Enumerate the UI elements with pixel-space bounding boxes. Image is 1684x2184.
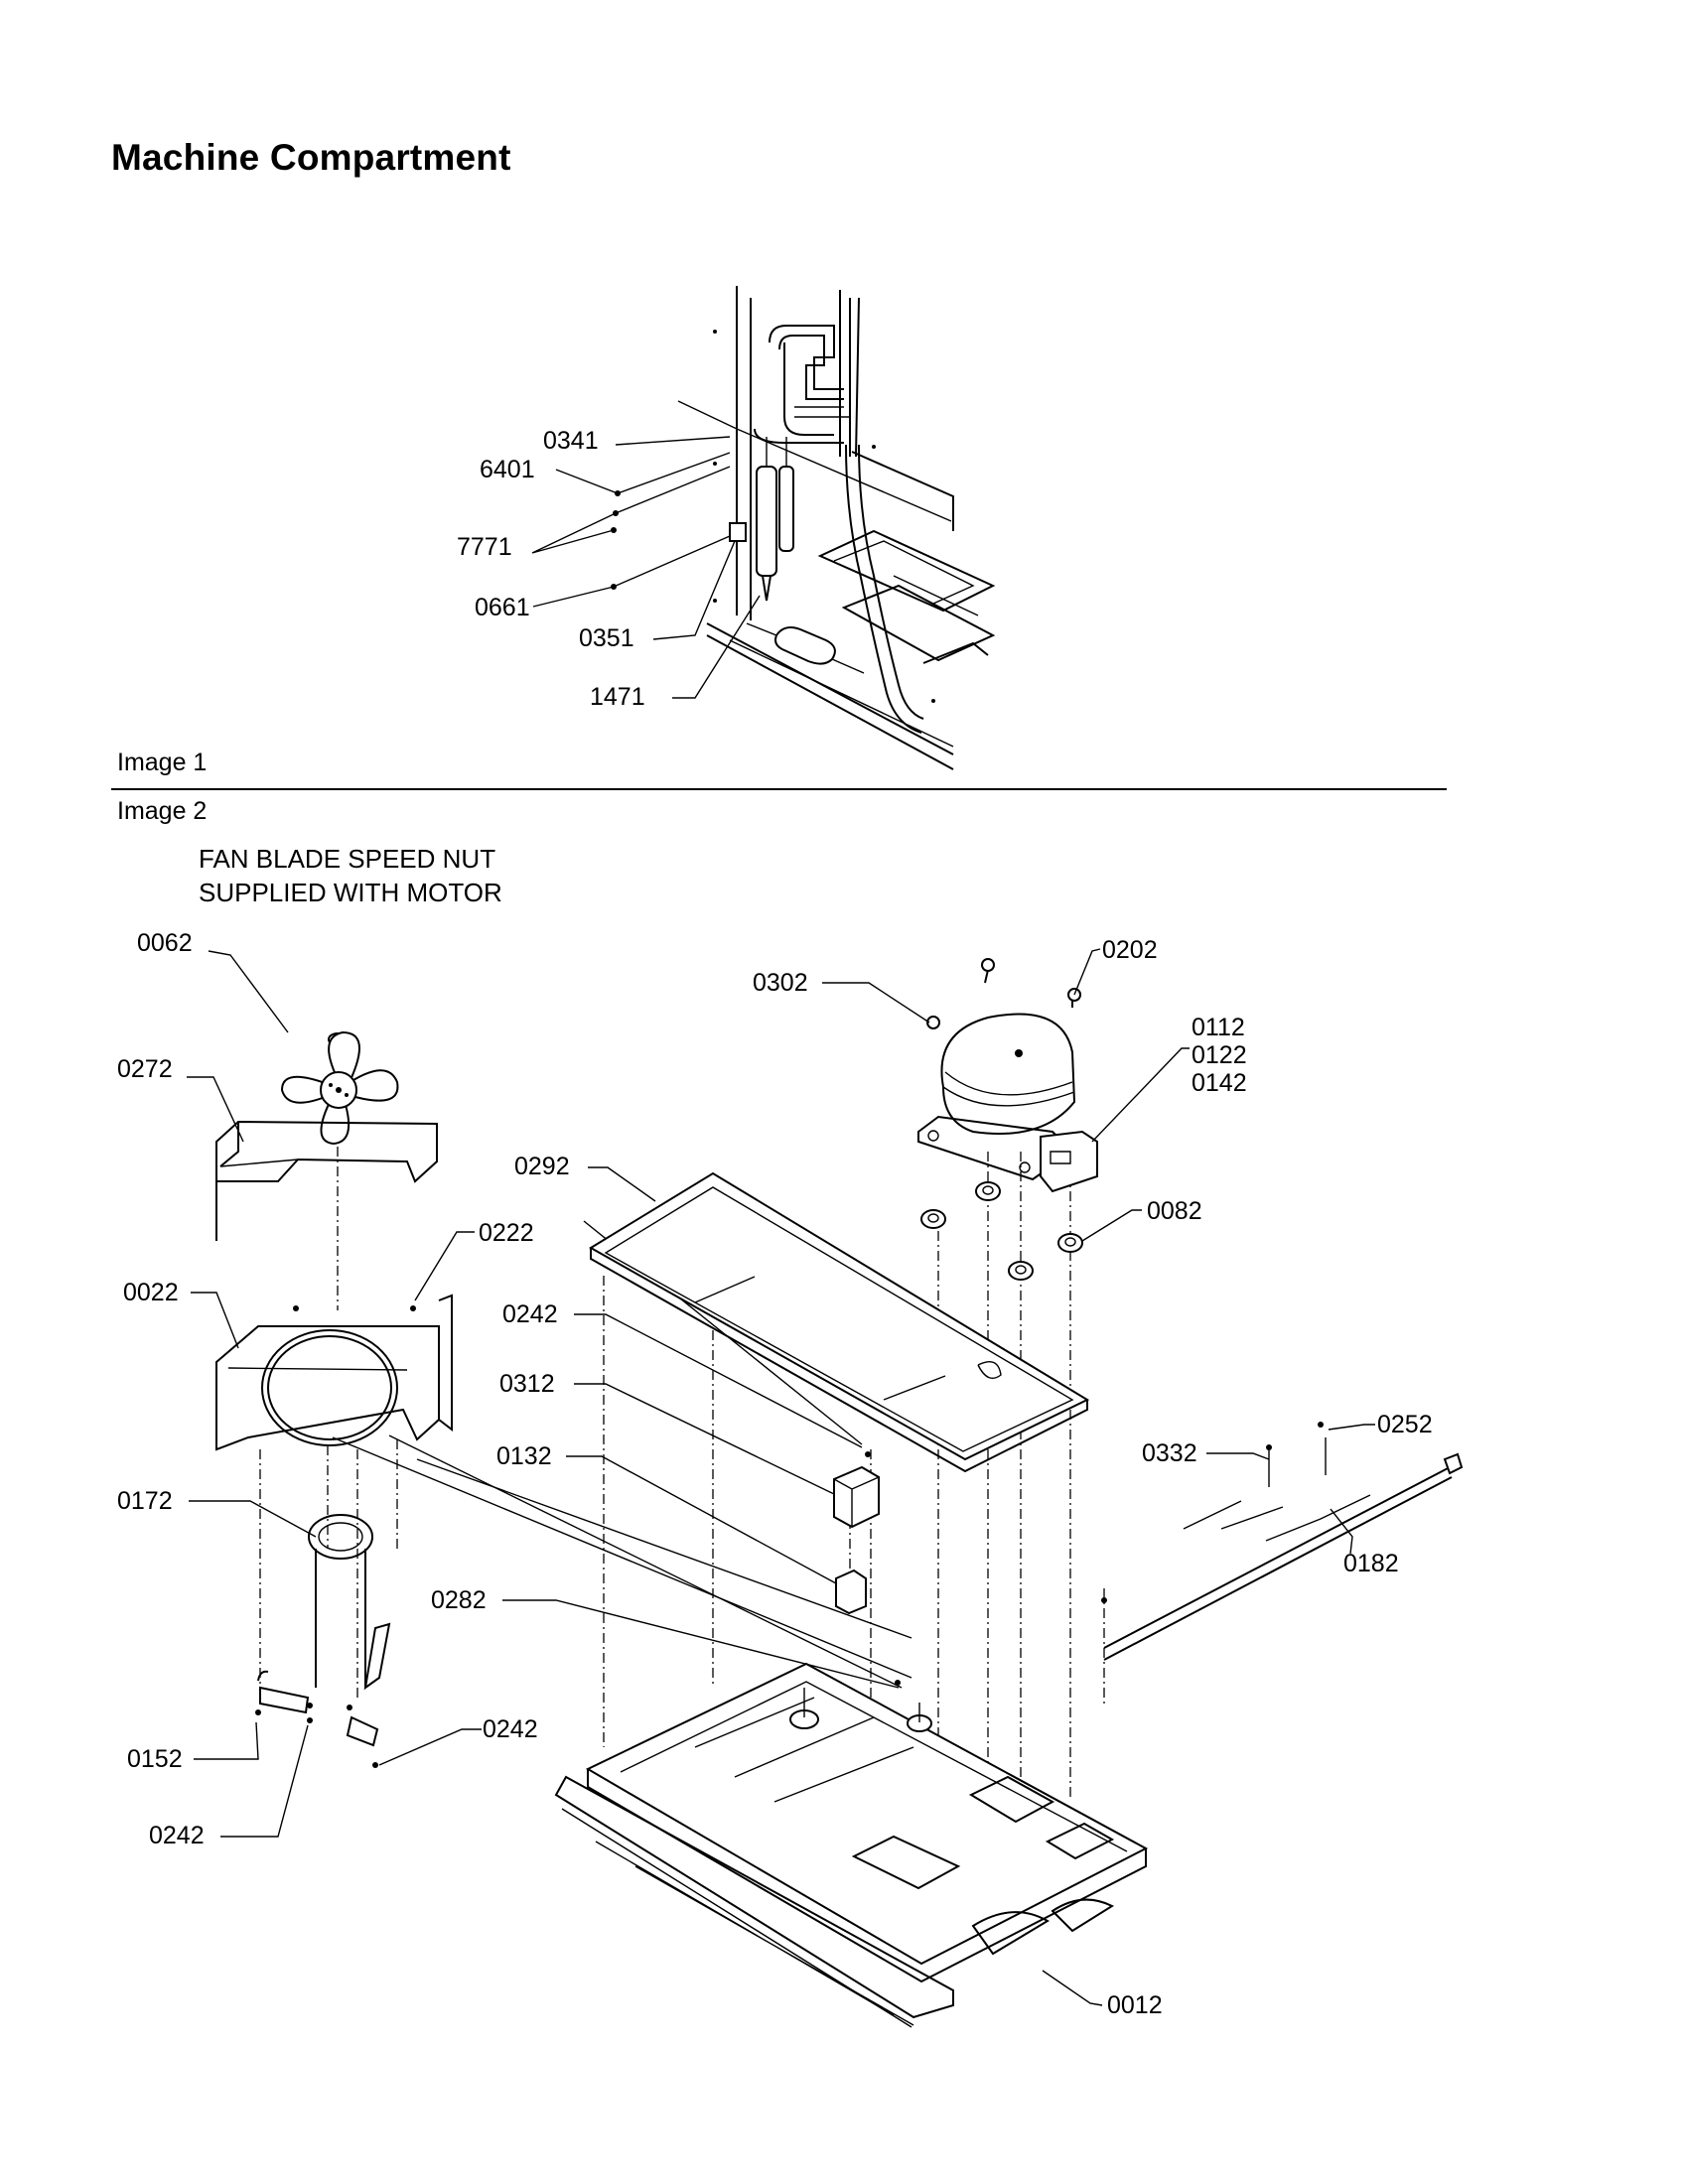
base-pan-assembly	[554, 1662, 1149, 2028]
callout-7771: 7771	[457, 533, 512, 561]
image-1-callouts: 0341 6401 7771 0661 0351 1471	[457, 427, 645, 711]
callout-0302: 0302	[753, 969, 808, 997]
callout-0012: 0012	[1107, 1991, 1163, 2019]
callout-0202: 0202	[1102, 936, 1158, 964]
callout-0172: 0172	[117, 1487, 173, 1515]
callout-0312: 0312	[499, 1370, 555, 1398]
image-1-drawing: 0341 6401 7771 0661 0351 1471	[457, 286, 996, 770]
image-2-label: Image 2	[117, 797, 208, 825]
callout-0142: 0142	[1192, 1069, 1247, 1097]
note-line-1: FAN BLADE SPEED NUT	[199, 844, 496, 874]
callout-0242-a: 0242	[149, 1822, 205, 1849]
callout-0252: 0252	[1377, 1411, 1433, 1438]
callout-0351: 0351	[579, 624, 634, 652]
callout-0182: 0182	[1343, 1550, 1399, 1577]
drain-pan	[589, 1171, 1090, 1473]
compressor	[917, 958, 1098, 1193]
callout-0661: 0661	[475, 594, 530, 621]
callout-0272: 0272	[117, 1055, 173, 1083]
callout-0242-b: 0242	[483, 1715, 538, 1743]
image-2-drawing: 0062 0272 0022 0222 0172 0152 0242 0242 …	[117, 929, 1464, 2028]
callout-6401: 6401	[480, 456, 535, 483]
fan-blade-note: FAN BLADE SPEED NUT SUPPLIED WITH MOTOR	[199, 842, 502, 909]
fan-blade	[280, 1030, 399, 1146]
callout-0132: 0132	[496, 1442, 552, 1470]
callout-0082: 0082	[1147, 1197, 1202, 1225]
callout-1471: 1471	[590, 683, 645, 711]
section-divider	[111, 788, 1447, 790]
image-2-callouts: 0062 0272 0022 0222 0172 0152 0242 0242 …	[117, 929, 1433, 2019]
relay-components	[833, 1451, 880, 1615]
callout-0282: 0282	[431, 1586, 487, 1614]
note-line-2: SUPPLIED WITH MOTOR	[199, 878, 502, 907]
image-1-label: Image 1	[117, 749, 208, 776]
callout-0122: 0122	[1192, 1041, 1247, 1069]
fan-bracket	[215, 1294, 453, 1451]
callout-0222: 0222	[479, 1219, 534, 1247]
callout-0242-c: 0242	[502, 1300, 558, 1328]
grommets	[920, 1181, 1083, 1281]
fan-motor	[257, 1514, 391, 1747]
callout-0152: 0152	[127, 1745, 183, 1773]
callout-0112: 0112	[1192, 1014, 1245, 1041]
callout-0292: 0292	[514, 1153, 570, 1180]
callout-0062: 0062	[137, 929, 193, 957]
page-title: Machine Compartment	[111, 137, 511, 178]
callout-0341: 0341	[543, 427, 599, 455]
callout-0332: 0332	[1142, 1439, 1197, 1467]
wiring-harness	[1101, 1422, 1464, 1661]
callout-0022: 0022	[123, 1279, 179, 1306]
